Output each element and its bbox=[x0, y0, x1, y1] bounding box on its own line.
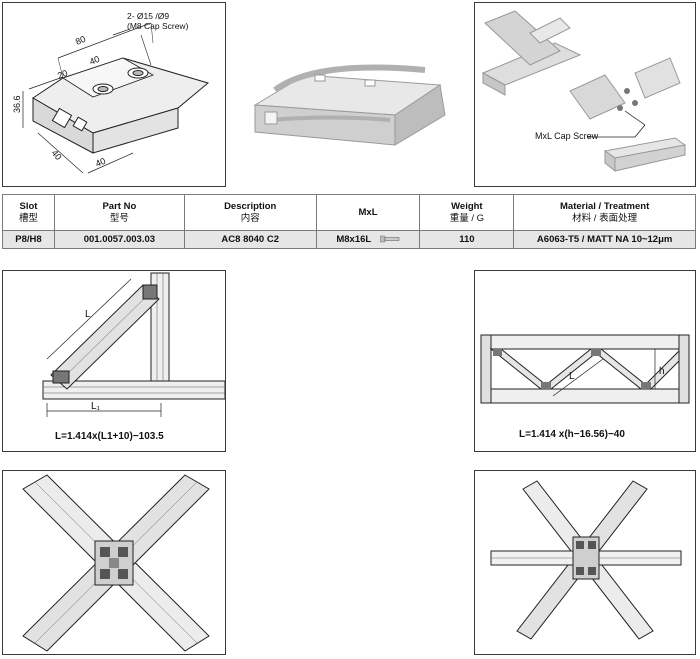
x-cross-drawing bbox=[22, 474, 210, 652]
assembly-drawing: MxL Cap Screw bbox=[481, 10, 687, 173]
dimension-drawing: 2- Ø15 /Ø9 (M8 Cap Screw) 80 40 20 36.6 … bbox=[12, 11, 210, 174]
cell-material: A6063-T5 / MATT NA 10~12μm bbox=[513, 230, 696, 249]
dim-36-6: 36.6 bbox=[12, 95, 22, 113]
truss-drawing: L h bbox=[480, 334, 690, 404]
dim-40-left: 40 bbox=[49, 148, 63, 162]
label-l1: L₁ bbox=[91, 401, 101, 412]
dim-40-bottom: 40 bbox=[94, 156, 107, 169]
hole-callout-sub: (M8 Cap Screw) bbox=[127, 21, 189, 31]
hole-callout: 2- Ø15 /Ø9 bbox=[127, 11, 169, 21]
application-x-beam-panel bbox=[474, 470, 696, 655]
screw-icon bbox=[379, 236, 399, 243]
application-brace-panel: L L₁ L=1.414x(L1+10)−103.5 bbox=[2, 270, 226, 452]
dim-20: 20 bbox=[56, 68, 69, 81]
label-h: h bbox=[659, 366, 665, 377]
table-row: P8/H8 001.0057.003.03 AC8 8040 C2 M8x16L… bbox=[2, 230, 696, 249]
cell-slot: P8/H8 bbox=[2, 230, 55, 249]
brace-drawing: L L₁ bbox=[42, 272, 225, 417]
dim-40-top: 40 bbox=[88, 54, 101, 67]
application-x-panel bbox=[2, 470, 226, 655]
dim-80: 80 bbox=[74, 34, 87, 47]
label-l: L bbox=[569, 371, 575, 382]
cell-weight: 110 bbox=[419, 230, 515, 249]
application-truss-panel: L h L=1.414 x(h−16.56)−40 bbox=[474, 270, 696, 452]
cell-description: AC8 8040 C2 bbox=[183, 230, 317, 249]
header-mxl: MxL bbox=[315, 194, 421, 231]
formula-brace: L=1.414x(L1+10)−103.5 bbox=[55, 431, 164, 442]
formula-truss: L=1.414 x(h−16.56)−40 bbox=[519, 429, 625, 440]
assembly-panel: MxL Cap Screw bbox=[474, 2, 696, 187]
cell-mxl: M8x16L bbox=[315, 230, 421, 249]
dimension-drawing-panel: 2- Ø15 /Ø9 (M8 Cap Screw) 80 40 20 36.6 … bbox=[2, 2, 226, 187]
label-l: L bbox=[85, 309, 91, 320]
x-beam-drawing bbox=[490, 480, 682, 640]
cap-screw-callout: MxL Cap Screw bbox=[535, 131, 599, 141]
profile-render bbox=[245, 20, 455, 170]
cell-part-no: 001.0057.003.03 bbox=[53, 230, 185, 249]
